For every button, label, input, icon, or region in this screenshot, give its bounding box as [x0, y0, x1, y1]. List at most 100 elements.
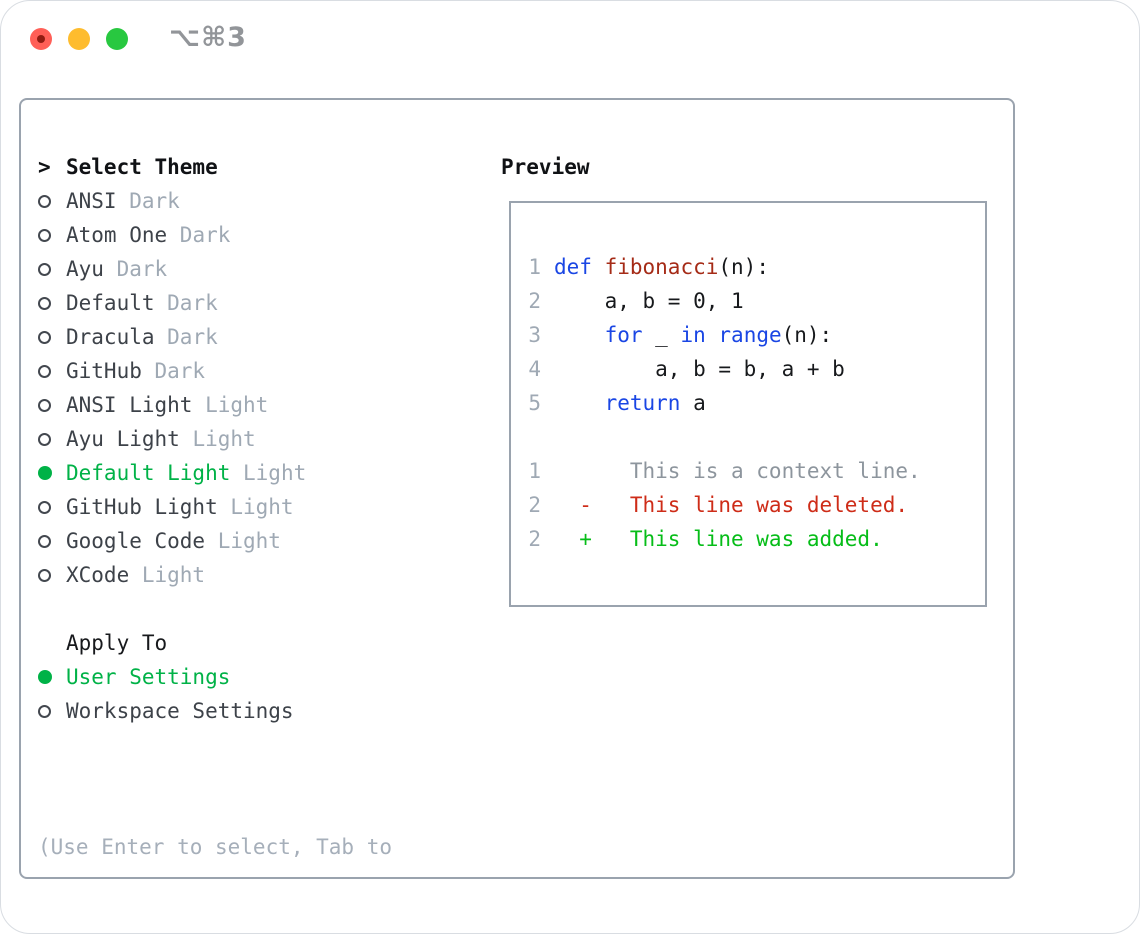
code-segment — [706, 318, 719, 352]
code-segment: in — [680, 323, 706, 347]
theme-option[interactable]: Atom One Dark — [38, 218, 392, 252]
theme-variant-badge: Dark — [167, 223, 231, 247]
theme-name: Google Code — [66, 529, 206, 553]
select-theme-title: Select Theme — [66, 155, 218, 179]
theme-name: Default Light — [66, 461, 231, 485]
code-segment: _ — [642, 323, 681, 347]
theme-option[interactable]: ANSI Dark — [38, 184, 392, 218]
theme-option[interactable]: ANSI Light Light — [38, 388, 392, 422]
theme-variant-badge: Dark — [154, 291, 218, 315]
radio-icon — [38, 534, 51, 548]
diff-line: 1 This is a context line. — [528, 454, 921, 488]
theme-variant-badge: Light — [179, 427, 256, 451]
radio-icon — [38, 704, 51, 718]
theme-option[interactable]: GitHub Dark — [38, 354, 392, 388]
code-line: 1 def fibonacci(n): — [528, 250, 921, 284]
radio-icon — [38, 568, 51, 582]
line-number: 2 — [528, 493, 541, 517]
select-theme-header: > Select Theme — [38, 150, 392, 184]
radio-icon — [38, 228, 51, 242]
theme-option[interactable]: Dracula Dark — [38, 320, 392, 354]
theme-list: ANSI Dark Atom One Dark Ayu Dark Default… — [38, 184, 392, 592]
line-number: 2 — [528, 289, 541, 313]
theme-option[interactable]: Google Code Light — [38, 524, 392, 558]
preview-box: 1 def fibonacci(n): 2 a, b = 0, 1 3 for … — [509, 201, 987, 607]
theme-name: ANSI — [66, 189, 117, 213]
theme-option[interactable]: GitHub Light Light — [38, 490, 392, 524]
titlebar: ⌥⌘3 — [1, 1, 1139, 77]
theme-name: Dracula — [66, 325, 155, 349]
line-number: 1 — [528, 459, 541, 483]
theme-option[interactable]: XCode Light — [38, 558, 392, 592]
theme-name: GitHub Light — [66, 495, 218, 519]
code-segment: def — [554, 255, 592, 279]
blank-line — [528, 420, 921, 454]
line-number: 3 — [528, 323, 541, 347]
radio-icon — [38, 330, 51, 344]
diff-text: This is a context line. — [554, 459, 921, 483]
code-line: 4 a, b = b, a + b — [528, 352, 921, 386]
maximize-traffic-light-icon[interactable] — [106, 28, 128, 50]
minimize-traffic-light-icon[interactable] — [68, 28, 90, 50]
close-dot-icon — [37, 35, 45, 43]
theme-selector-panel: > Select Theme ANSI Dark Atom One Dark A… — [19, 98, 1015, 879]
theme-option[interactable]: Ayu Light Light — [38, 422, 392, 456]
apply-option-name: User Settings — [66, 665, 231, 689]
diff-line: 2 + This line was added. — [528, 522, 921, 556]
theme-name: Ayu — [66, 257, 104, 281]
theme-variant-badge: Light — [129, 563, 206, 587]
apply-option-name: Workspace Settings — [66, 699, 294, 723]
preview-content: 1 def fibonacci(n): 2 a, b = 0, 1 3 for … — [528, 250, 921, 556]
code-segment: fibonacci — [604, 255, 719, 279]
radio-icon — [38, 194, 51, 208]
line-number: 1 — [528, 255, 541, 279]
theme-variant-badge: Light — [205, 529, 281, 553]
theme-name: XCode — [66, 563, 130, 587]
theme-variant-badge: Light — [230, 461, 307, 485]
code-segment: a, b = 0, 1 — [554, 289, 744, 313]
radio-icon — [38, 398, 51, 412]
window-title: ⌥⌘3 — [169, 22, 247, 53]
theme-name: Ayu Light — [66, 427, 180, 451]
apply-to-header: Apply To — [38, 626, 392, 660]
theme-variant-badge: Dark — [141, 359, 206, 383]
code-segment: range — [718, 323, 782, 347]
code-segment — [554, 318, 605, 352]
prompt-icon: > — [38, 155, 51, 179]
theme-variant-badge: Light — [192, 393, 269, 417]
radio-icon — [38, 466, 52, 480]
left-column: > Select Theme ANSI Dark Atom One Dark A… — [38, 150, 393, 933]
code-segment: a, b = b, a + b — [554, 357, 845, 381]
theme-variant-badge: Dark — [154, 325, 218, 349]
line-number: 2 — [528, 527, 541, 551]
radio-icon — [38, 500, 51, 514]
radio-icon — [38, 432, 51, 446]
theme-option[interactable]: Default Dark — [38, 286, 392, 320]
code-line: 5 return a — [528, 386, 921, 420]
apply-option[interactable]: User Settings — [38, 660, 392, 694]
code-segment: (n): — [718, 255, 769, 279]
apply-to-title: Apply To — [66, 631, 168, 655]
theme-option[interactable]: Default Light Light — [38, 456, 392, 490]
preview-title: Preview — [501, 155, 590, 179]
theme-variant-badge: Dark — [116, 189, 180, 213]
apply-to-list: User Settings Workspace Settings — [38, 660, 392, 728]
radio-icon — [38, 364, 51, 378]
line-number: 4 — [528, 357, 541, 381]
code-segment — [592, 250, 605, 284]
diff-text: - This line was deleted. — [554, 493, 909, 517]
theme-option[interactable]: Ayu Dark — [38, 252, 392, 286]
help-line-1: (Use Enter to select, Tab to — [38, 835, 393, 859]
theme-name: GitHub — [66, 359, 142, 383]
line-number: 5 — [528, 391, 541, 415]
code-segment: return — [604, 391, 681, 415]
diff-block: 1 This is a context line. 2 - This line … — [528, 454, 921, 556]
theme-variant-badge: Light — [217, 495, 294, 519]
code-block: 1 def fibonacci(n): 2 a, b = 0, 1 3 for … — [528, 250, 921, 420]
close-traffic-light-icon[interactable] — [30, 28, 52, 50]
apply-option[interactable]: Workspace Settings — [38, 694, 392, 728]
theme-name: Default — [66, 291, 155, 315]
radio-icon — [38, 670, 52, 684]
code-line: 3 for _ in range(n): — [528, 318, 921, 352]
